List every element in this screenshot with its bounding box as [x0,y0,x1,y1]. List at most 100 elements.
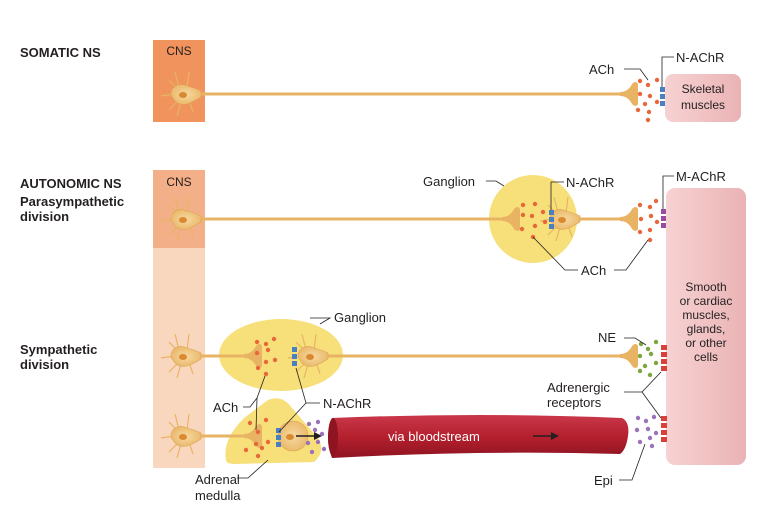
ne-label: NE [598,330,617,345]
ne-vesicle [637,353,643,359]
somatic-nachr-label: N-AChR [676,50,725,65]
sympathetic-heading: Sympathetic division [20,342,97,372]
epi-vesicle [312,427,318,433]
machr-label: M-AChR [676,169,726,184]
somatic-neuron [160,71,638,117]
machr-receptors [661,209,667,228]
ach-vesicle [265,439,271,445]
adrenal-line2: medulla [195,488,241,503]
ach-vesicle [519,226,525,232]
ach-vesicle [646,109,652,115]
epi-vesicle [305,440,311,446]
epi-vesicles-adrenal [305,419,327,455]
nachr-somatic-receptors [660,87,666,106]
ach-vesicle [638,216,644,222]
sympathetic-line1: Sympathetic [20,342,98,357]
parasympathetic-line1: Parasympathetic [20,194,125,209]
ach-vesicle [642,101,648,107]
epi-vesicle [637,439,643,445]
parasympathetic-heading: Parasympathetic division [20,194,124,224]
ach-vesicle [647,237,653,243]
autonomic-ns-heading: AUTONOMIC NS [20,176,122,191]
adrenal-preganglionic-neuron [160,413,262,459]
leader-epi [619,443,646,481]
epi-release-arrow [296,432,322,440]
leader-para-nachr [550,181,564,210]
ach-vesicle [243,447,249,453]
epi-vesicle [306,421,312,427]
ach-vesicle [255,453,261,459]
parasympathetic-line2: division [20,209,70,224]
ach-vesicle [254,339,260,345]
symp-ganglion [219,319,343,391]
symp-postganglionic-neuron [287,333,638,379]
target-organ-label-line: cells [694,350,718,364]
ach-vesicle [520,212,526,218]
adrenergic-line1: Adrenergic [547,380,610,395]
adrenal-line1: Adrenal [195,472,240,487]
leader-somatic-nachr [661,56,674,87]
leader-symp-nachr-adrenal [278,402,307,433]
ach-vesicle [263,417,269,423]
leader-para-ach-1 [532,236,578,271]
ach-vesicles-para-target [637,198,660,243]
leader-adrenergic [624,371,662,419]
target-organ-label-line: or other [685,336,726,350]
somatic-ns-heading: SOMATIC NS [20,45,101,60]
ne-vesicle [637,368,643,374]
adrenergic-line2: receptors [547,395,602,410]
target-organ-label-line: glands, [687,322,726,336]
epi-vesicle [315,419,321,425]
leader-symp-ach-adrenal [255,397,258,431]
ach-vesicle [647,204,653,210]
ach-vesicle [253,441,259,447]
ne-vesicle [645,346,651,352]
epi-vesicle [643,418,649,424]
adrenergic-receptors-epi [661,416,667,442]
ach-vesicle [654,99,660,105]
ach-vesicle [272,357,278,363]
epi-vesicle [321,446,327,452]
ach-vesicle [263,371,269,377]
ach-vesicle [637,229,643,235]
epi-vesicle [309,449,315,455]
leader-somatic-ach [624,68,649,81]
bloodstream-label: via bloodstream [388,429,480,444]
symp-preganglionic-neuron [160,333,262,379]
ach-vesicle [653,198,659,204]
epi-vesicle [647,435,653,441]
ach-vesicle [637,78,643,84]
epi-vesicle [319,431,325,437]
epi-vesicle [315,439,321,445]
epi-vesicle [653,430,659,436]
leader-symp-ach-ganglion [243,375,266,408]
cns-autonomic-label: CNS [166,175,191,189]
ne-vesicles [637,339,659,378]
ne-vesicle [653,339,659,345]
ach-vesicle [540,209,546,215]
epi-vesicle [651,414,657,420]
ne-vesicle [642,363,648,369]
ach-vesicle [263,359,269,365]
leader-adrenal-medulla [237,459,269,479]
ach-vesicle [532,201,538,207]
skeletal-muscle-label-1: Skeletal [682,82,725,96]
epi-vesicle [645,426,651,432]
ach-vesicle [654,219,660,225]
para-nachr-label: N-AChR [566,175,615,190]
ach-vesicle [263,341,269,347]
ach-vesicle [637,202,643,208]
epi-vesicle [634,427,640,433]
ach-vesicles-somatic [635,77,660,123]
leader-para-ach-2 [614,239,649,271]
ach-vesicle [635,107,641,113]
ach-vesicle [637,91,643,97]
ach-vesicle [265,347,271,353]
ach-vesicle [255,429,261,435]
chromaffin-nucleus [286,434,294,440]
ne-vesicle [648,351,654,357]
ach-vesicle [654,77,660,83]
leader-symp-ganglion [310,317,332,325]
symp-nachr-label: N-AChR [323,396,372,411]
bloodstream-arrow [533,432,559,440]
